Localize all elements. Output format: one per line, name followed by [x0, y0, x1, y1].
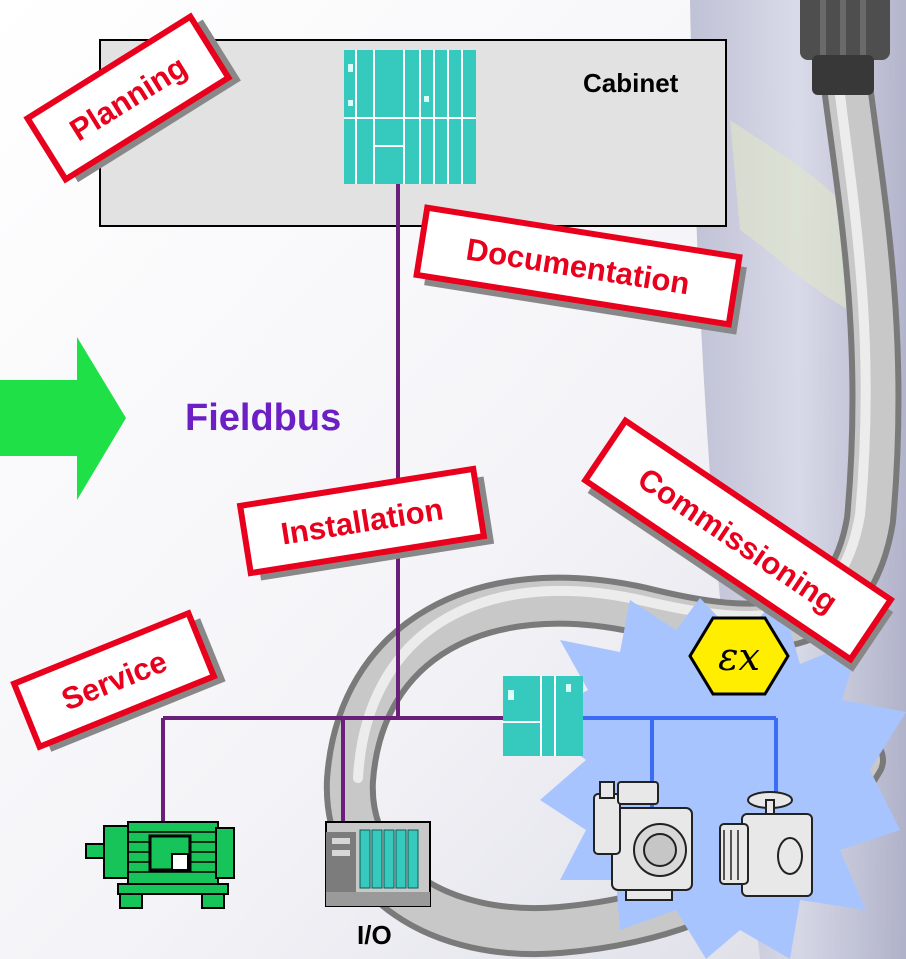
pressure-transmitter-icon [593, 781, 693, 901]
cable-connector [800, 0, 890, 95]
cabinet-title: Cabinet [583, 68, 679, 98]
planning-tag: Planning [23, 12, 241, 184]
fieldbus-lines [161, 184, 503, 828]
documentation-tag: Documentation [413, 204, 747, 335]
photo-highlight [730, 120, 880, 320]
motor-icon [85, 821, 235, 909]
coupler-icon [503, 676, 583, 756]
installation-tag: Installation [236, 465, 495, 581]
ex-symbol: εx [718, 635, 760, 679]
io-label: I/O [357, 920, 392, 950]
valve-actuator-icon [719, 791, 813, 897]
service-tag: Service [10, 609, 226, 752]
controller-icon [344, 50, 476, 184]
ex-hazard-icon: εx [688, 616, 790, 696]
right-arrow-icon [0, 337, 126, 500]
fieldbus-label: Fieldbus [185, 397, 341, 439]
io-module-icon [325, 821, 431, 907]
